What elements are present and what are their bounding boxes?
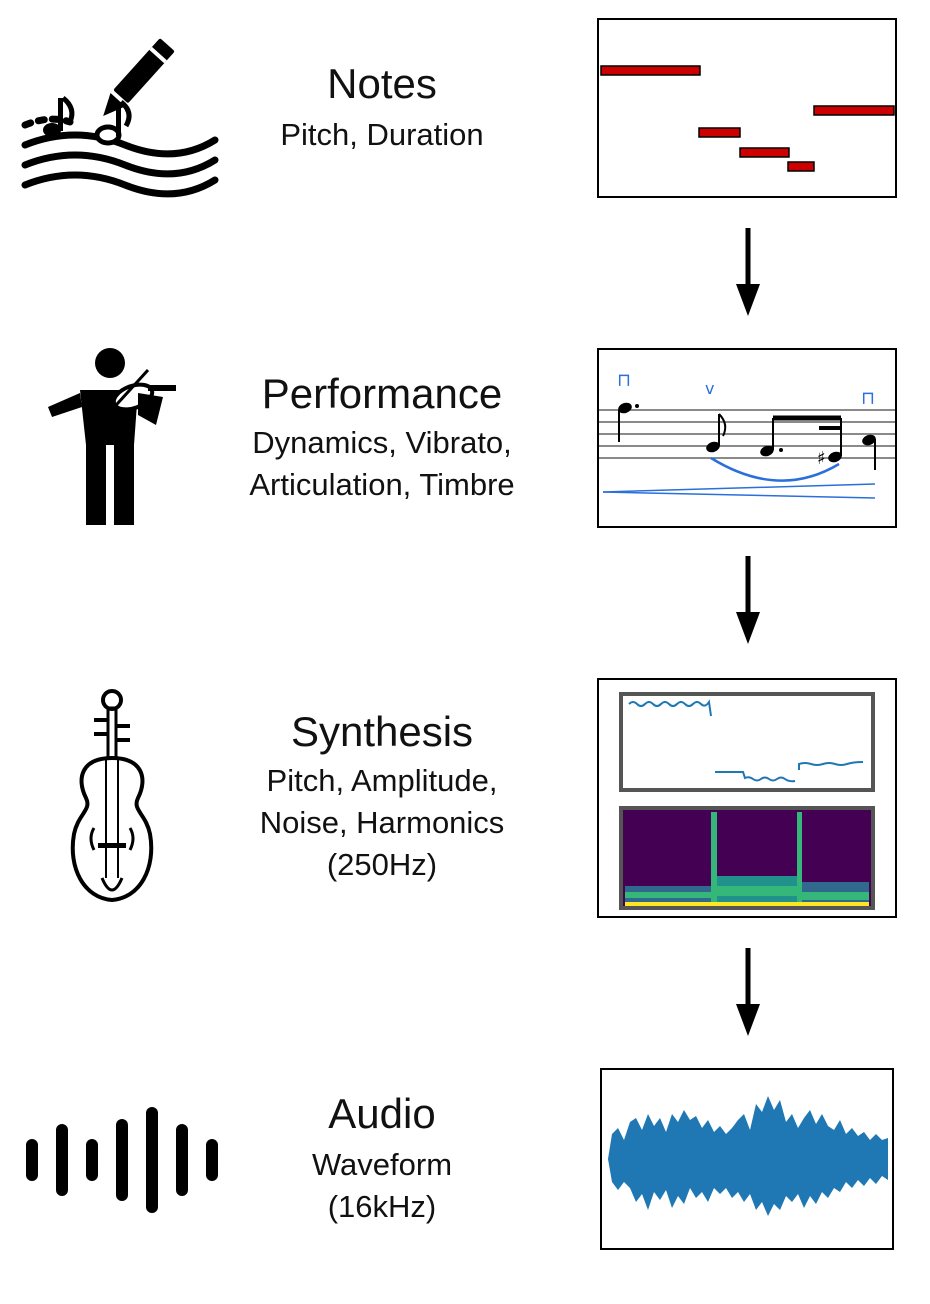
audio-subtitle: Waveform (16kHz) — [311, 1147, 453, 1224]
svg-text:♯: ♯ — [817, 448, 826, 469]
stage-performance: Performance Dynamics, Vibrato, Articulat… — [0, 330, 930, 550]
pitch-curve — [715, 771, 796, 783]
note-bar — [698, 127, 741, 138]
spectrogram-band — [711, 812, 717, 906]
violinist-icon — [48, 348, 176, 525]
stage-audio: Audio Waveform (16kHz) — [0, 1060, 930, 1260]
synthesis-title: Synthesis — [290, 708, 474, 755]
bow-mark: ⊓ — [617, 370, 631, 391]
score-plot: ⊓ v ⊓ ♯ — [599, 370, 895, 499]
stage-synthesis: Synthesis Pitch, Amplitude, Noise, Harmo… — [0, 660, 930, 930]
notes-subtitle: Pitch, Duration — [280, 117, 484, 152]
note-bar — [600, 65, 701, 76]
audio-title: Audio — [328, 1090, 436, 1137]
spectrogram-band — [802, 892, 869, 900]
bow-mark: ⊓ — [861, 388, 875, 409]
note-bar — [813, 105, 895, 116]
piano-roll-plot — [600, 65, 895, 172]
piano-roll-panel — [597, 18, 897, 198]
waveform-plot — [608, 1096, 888, 1216]
notes-title: Notes — [327, 60, 437, 107]
waveform — [608, 1096, 888, 1216]
pitch-curve — [798, 761, 864, 770]
violin-icon — [70, 689, 154, 903]
spectrogram-band — [717, 886, 797, 896]
synthesis-subtitle: Pitch, Amplitude, Noise, Harmonics (250H… — [259, 763, 505, 882]
note-bar — [787, 161, 815, 172]
performance-subtitle: Dynamics, Vibrato, Articulation, Timbre — [249, 425, 515, 502]
synthesis-label: Synthesis Pitch, Amplitude, Noise, Harmo… — [222, 708, 542, 886]
audio-label: Audio Waveform (16kHz) — [222, 1090, 542, 1228]
score-panel: ⊓ v ⊓ ♯ — [597, 348, 897, 528]
arrow-down-icon — [736, 556, 760, 644]
music-notes-pencil-icon — [21, 38, 219, 198]
pitch-curve — [628, 699, 712, 717]
synthesis-plots — [619, 692, 875, 910]
waveform-panel — [600, 1068, 894, 1250]
soundwave-icon — [26, 1107, 218, 1213]
synthesis-panel — [597, 678, 897, 918]
performance-title: Performance — [261, 370, 503, 417]
stage-notes: Notes Pitch, Duration — [0, 0, 930, 230]
note-bar — [739, 147, 790, 158]
arrow-down-icon — [736, 228, 760, 316]
spectrogram-band — [625, 902, 869, 906]
notes-label: Notes Pitch, Duration — [222, 60, 542, 156]
performance-label: Performance Dynamics, Vibrato, Articulat… — [222, 370, 542, 506]
spectrogram-band — [625, 892, 711, 898]
arrow-down-icon — [736, 948, 760, 1036]
spectrogram-band — [797, 812, 802, 906]
bow-mark: v — [705, 379, 714, 398]
